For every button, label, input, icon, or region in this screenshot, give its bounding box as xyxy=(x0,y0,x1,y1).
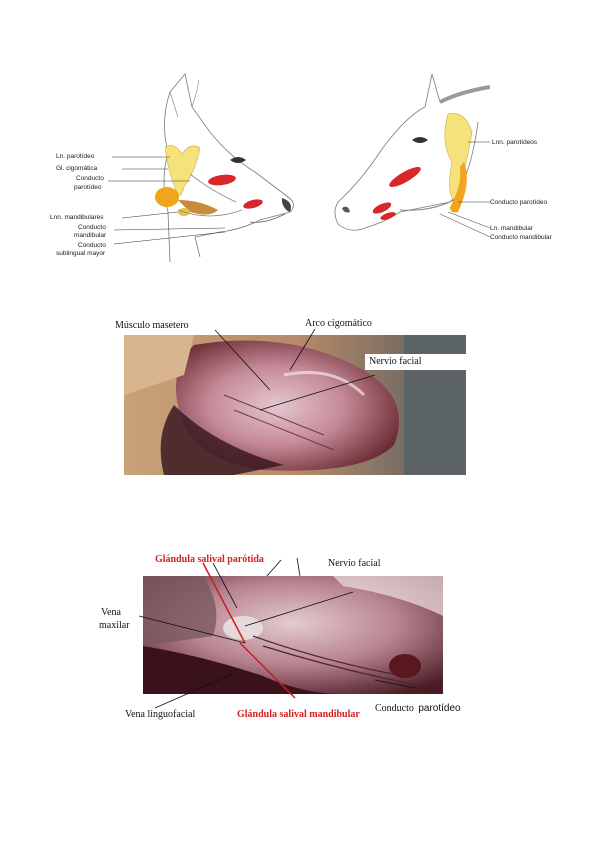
dog-label-parotid-duct-2: parotídeo xyxy=(74,184,102,191)
label-facial-nerve-2: Nervio facial xyxy=(328,558,381,569)
dog-label-sublingual-duct-2: sublingual mayor xyxy=(56,250,106,257)
dissection-photo-1 xyxy=(124,335,466,475)
label-masseter-muscle: Músculo masetero xyxy=(115,320,189,331)
label-parotid-duct-b: parotídeo xyxy=(418,703,461,714)
horse-label-parotid-nodes: Lnn. parotídeos xyxy=(492,139,538,146)
dog-label-parotid-node: Ln. parotídeo xyxy=(56,153,95,160)
label-facial-nerve-1: Nervio facial xyxy=(365,354,467,370)
label-mandibular-gland: Glándula salival mandibular xyxy=(237,709,360,720)
label-parotid-duct-a: Conducto xyxy=(375,703,414,714)
label-maxillary-vein-1: Vena xyxy=(101,607,121,618)
photo-1-leader-lines xyxy=(214,328,376,411)
label-parotid-duct: Conducto parotídeo xyxy=(375,698,461,716)
horse-label-mandibular-duct: Conducto mandibular xyxy=(490,234,552,241)
dog-head-drawing xyxy=(108,73,294,263)
horse-label-parotid-duct: Conducto parotídeo xyxy=(490,199,548,206)
photo-2-leader-lines xyxy=(138,557,416,709)
dog-label-mandibular-nodes: Lnn. mandibulares xyxy=(50,214,104,221)
dog-label-parotid-duct-1: Conducto xyxy=(76,175,104,182)
label-zygomatic-arch: Arco cigomático xyxy=(305,318,372,329)
dissection-photo-2 xyxy=(143,576,443,694)
label-maxillary-vein-2: maxilar xyxy=(99,620,130,631)
figure-2-masseter-dissection: Músculo masetero Arco cigomático Nervio … xyxy=(115,315,470,480)
dog-label-mandibular-duct-1: Conducto xyxy=(78,224,106,231)
dog-label-sublingual-duct-1: Conducto xyxy=(78,242,106,249)
figure-1-salivary-diagrams: Ln. parotídeo Gl. cigomática Conducto pa… xyxy=(50,62,555,277)
figure-3-parotid-dissection: Glándula salival parótida Nervio facial … xyxy=(95,548,485,723)
dog-label-zygomatic-gland: Gl. cigomática xyxy=(56,165,98,172)
dog-label-mandibular-duct-2: mandibular xyxy=(74,232,107,239)
label-parotid-gland: Glándula salival parótida xyxy=(155,554,264,565)
horse-label-mandibular-node: Ln. mandibular xyxy=(490,225,533,232)
horse-head-drawing xyxy=(334,73,490,238)
dog-parotid-gland-shape xyxy=(164,145,201,196)
label-linguofacial-vein: Vena linguofacial xyxy=(125,709,196,720)
